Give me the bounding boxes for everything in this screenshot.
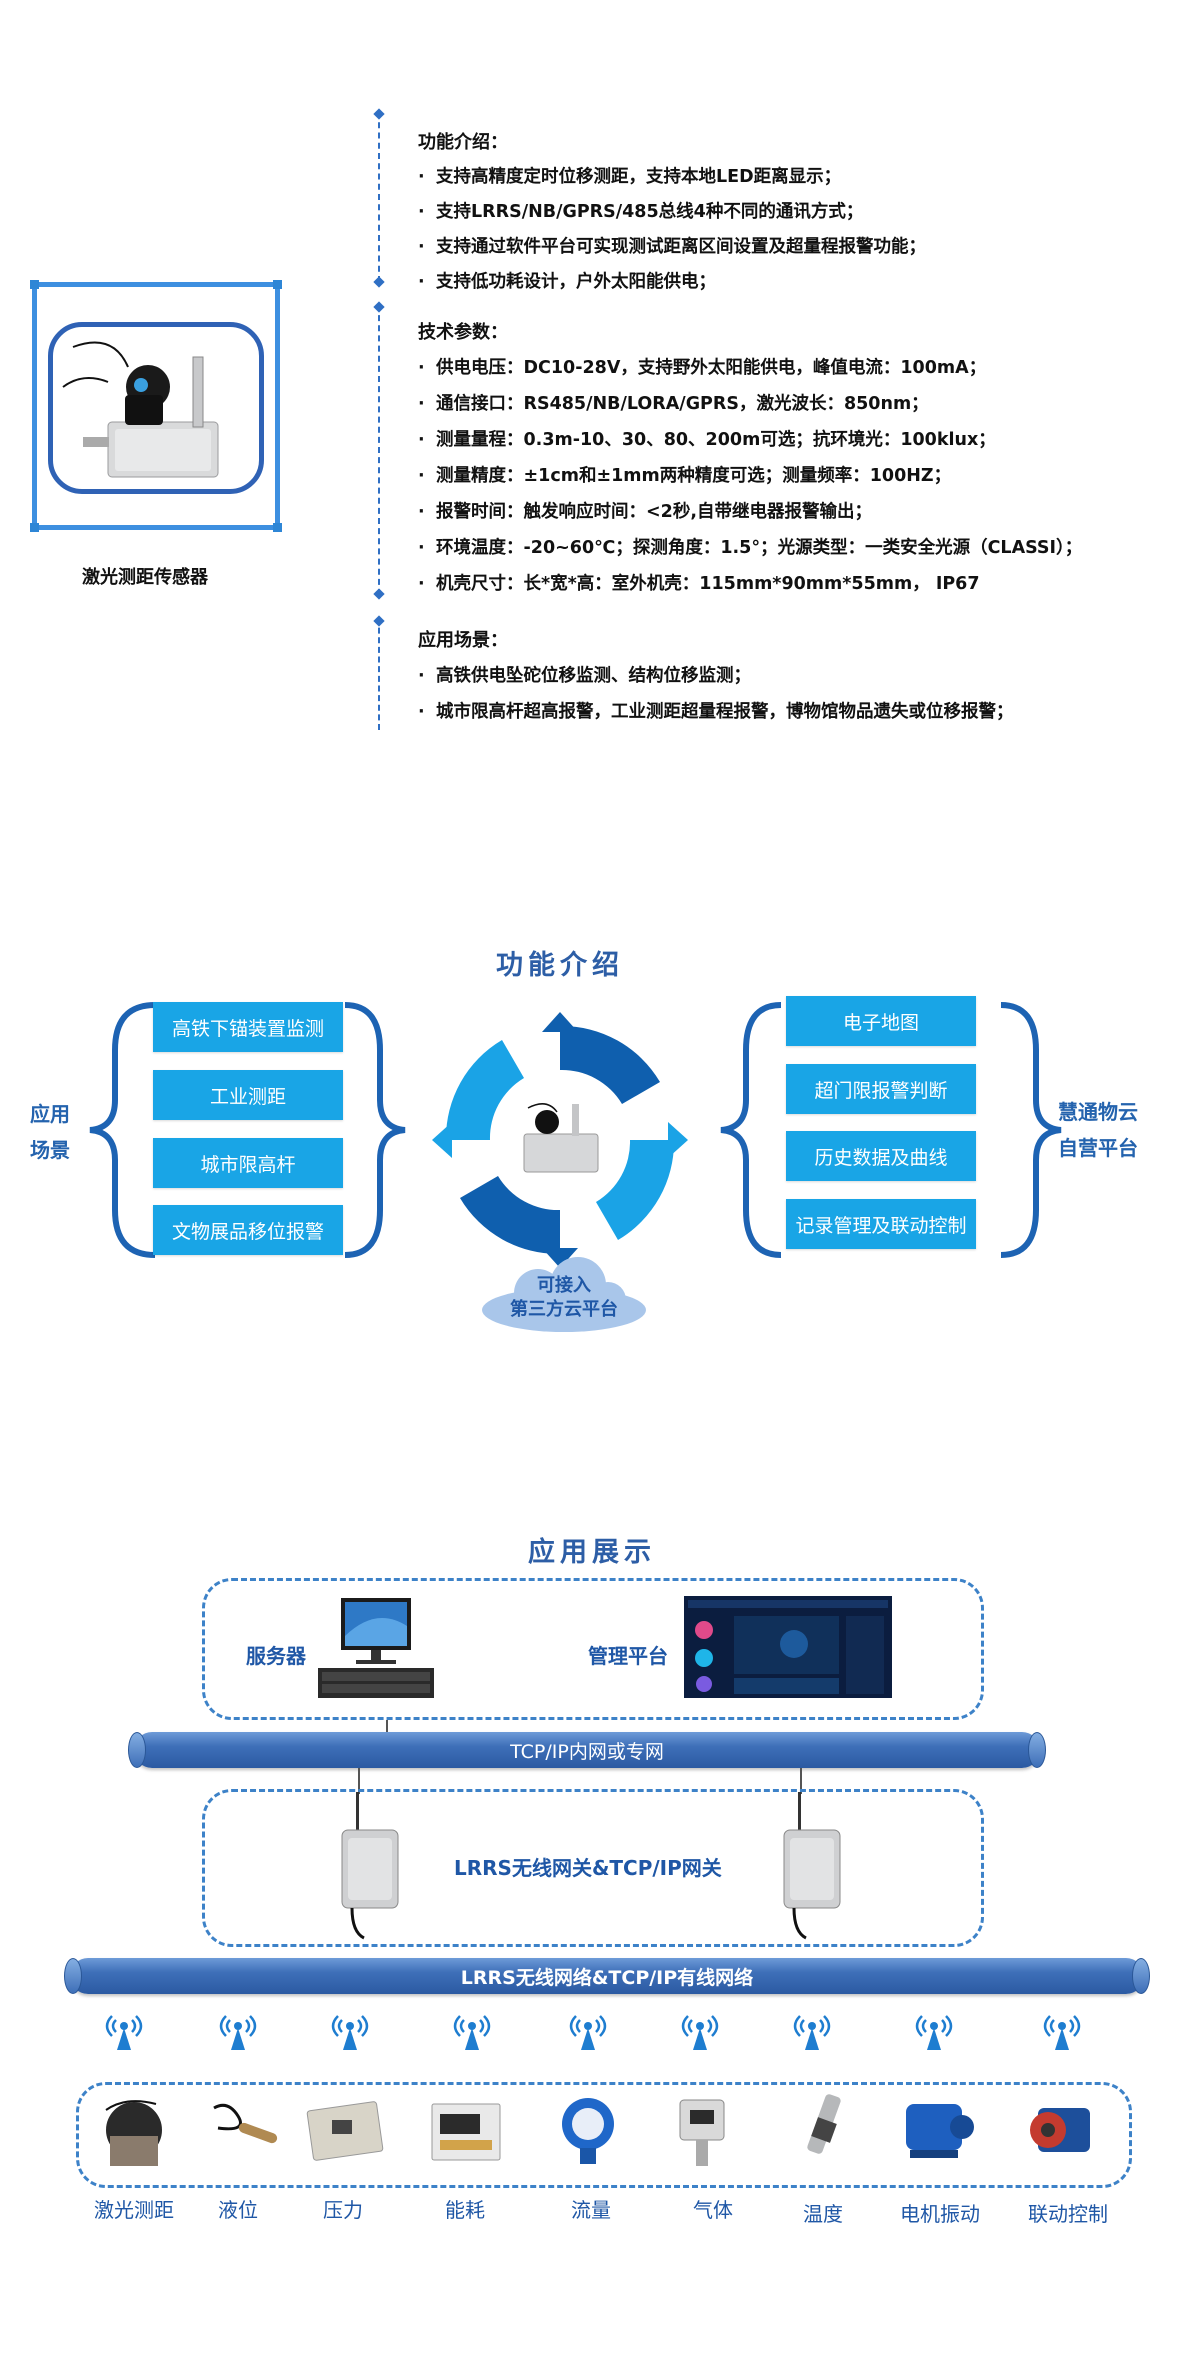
network-pipe-2: LRRS无线网络&TCP/IP有线网络 bbox=[64, 1958, 1150, 1994]
timeline-dot bbox=[373, 108, 385, 120]
energy-meter-icon bbox=[431, 2103, 501, 2161]
sensor-label: 激光测距 bbox=[94, 2198, 174, 2222]
signal-icon bbox=[219, 2015, 257, 2050]
spec-item: 机壳尺寸：长*宽*高：室外机壳：115mm*90mm*55mm， IP67 bbox=[418, 570, 980, 595]
right-item: 超门限报警判断 bbox=[786, 1064, 976, 1114]
product-name: 激光测距传感器 bbox=[82, 567, 208, 588]
right-label-1: 慧通物云 bbox=[1058, 1100, 1138, 1124]
gateway-label: LRRS无线网关&TCP/IP网关 bbox=[454, 1856, 722, 1880]
sensor-label: 温度 bbox=[803, 2202, 843, 2226]
spec-item: 通信接口：RS485/NB/LORA/GPRS，激光波长：850nm； bbox=[418, 390, 929, 415]
left-label-1: 应用 bbox=[30, 1102, 70, 1126]
spec-item: 测量量程：0.3m-10、30、80、200m可选；抗环境光：100klux； bbox=[418, 426, 996, 451]
timeline-dot bbox=[373, 615, 385, 627]
display-title: 应用展示 bbox=[528, 1537, 656, 1568]
timeline-line bbox=[378, 618, 380, 730]
spec-item: 支持LRRS/NB/GPRS/485总线4种不同的通讯方式； bbox=[418, 198, 863, 223]
spec-item: 支持高精度定时位移测距，支持本地LED距离显示； bbox=[418, 163, 841, 188]
cloud-line-1: 可接入 bbox=[537, 1275, 591, 1296]
right-item: 记录管理及联动控制 bbox=[786, 1199, 976, 1249]
product-photo bbox=[48, 322, 264, 494]
gateway-icon bbox=[783, 1792, 841, 1940]
features-title: 功能介绍 bbox=[496, 950, 624, 981]
timeline-dot bbox=[373, 588, 385, 600]
fan-icon bbox=[1030, 2108, 1090, 2152]
level-sensor-icon bbox=[213, 2103, 278, 2144]
pipe1-label: TCP/IP内网或专网 bbox=[510, 1740, 664, 1763]
right-item: 电子地图 bbox=[786, 996, 976, 1046]
cloud-icon bbox=[482, 1257, 646, 1332]
timeline-dot bbox=[373, 276, 385, 288]
left-item: 城市限高杆 bbox=[153, 1138, 343, 1188]
left-label-2: 场景 bbox=[30, 1138, 70, 1162]
signal-icon bbox=[1043, 2015, 1081, 2050]
right-item: 历史数据及曲线 bbox=[786, 1131, 976, 1181]
left-item: 工业测距 bbox=[153, 1070, 343, 1120]
product-frame bbox=[30, 280, 282, 532]
server-icon bbox=[318, 1598, 434, 1698]
flow-meter-icon bbox=[562, 2098, 614, 2164]
spec-item: 支持低功耗设计，户外太阳能供电； bbox=[418, 268, 716, 293]
gateway-box bbox=[202, 1789, 984, 1947]
sensor-label: 流量 bbox=[571, 2198, 611, 2222]
server-box bbox=[202, 1578, 984, 1720]
sensor-label: 电机振动 bbox=[900, 2202, 980, 2226]
temperature-sensor-icon bbox=[807, 2094, 841, 2154]
right-label-2: 自营平台 bbox=[1058, 1136, 1138, 1160]
brace-left bbox=[89, 1002, 406, 1258]
left-item: 高铁下锚装置监测 bbox=[153, 1002, 343, 1052]
signal-row bbox=[0, 2012, 1181, 2052]
sensor-label: 压力 bbox=[323, 2198, 363, 2222]
sensor-label: 能耗 bbox=[445, 2198, 485, 2222]
timeline-line bbox=[378, 112, 380, 282]
center-ring bbox=[432, 1012, 688, 1268]
laser-sensor-icon bbox=[105, 2100, 162, 2166]
spec-item: 报警时间：触发响应时间：<2秒,自带继电器报警输出； bbox=[418, 498, 872, 523]
signal-icon bbox=[453, 2015, 491, 2050]
spec-item: 测量精度：±1cm和±1mm两种精度可选；测量频率：100HZ； bbox=[418, 462, 951, 487]
dashboard-icon bbox=[684, 1596, 892, 1698]
signal-icon bbox=[105, 2015, 143, 2050]
signal-icon bbox=[331, 2015, 369, 2050]
spec-item: 高铁供电坠砣位移监测、结构位移监测； bbox=[418, 662, 751, 687]
sensor-box bbox=[76, 2082, 1132, 2188]
gateway-icon bbox=[341, 1792, 399, 1940]
left-item: 文物展品移位报警 bbox=[153, 1205, 343, 1255]
timeline-line bbox=[378, 305, 380, 595]
pressure-sensor-icon bbox=[306, 2101, 384, 2161]
spec-item: 环境温度：-20~60℃；探测角度：1.5°；光源类型：一类安全光源（CLASS… bbox=[418, 534, 1082, 559]
sensor-label: 联动控制 bbox=[1028, 2202, 1108, 2226]
motor-icon bbox=[906, 2104, 974, 2158]
server-label: 服务器 bbox=[246, 1644, 306, 1668]
signal-icon bbox=[569, 2015, 607, 2050]
spec-item: 城市限高杆超高报警，工业测距超量程报警，博物馆物品遗失或位移报警； bbox=[418, 698, 1014, 723]
gas-sensor-icon bbox=[679, 2099, 725, 2166]
pipe2-label: LRRS无线网络&TCP/IP有线网络 bbox=[460, 1966, 754, 1989]
spec-title-scenarios: 应用场景： bbox=[418, 630, 508, 651]
spec-item: 支持通过软件平台可实现测试距离区间设置及超量程报警功能； bbox=[418, 233, 926, 258]
spec-title-functions: 功能介绍： bbox=[418, 132, 508, 153]
spec-title-params: 技术参数： bbox=[418, 322, 508, 343]
network-pipe-1: TCP/IP内网或专网 bbox=[128, 1732, 1046, 1768]
signal-icon bbox=[915, 2015, 953, 2050]
sensor-label: 液位 bbox=[218, 2198, 258, 2222]
platform-label: 管理平台 bbox=[588, 1644, 668, 1668]
brace-right bbox=[720, 1002, 1062, 1258]
signal-icon bbox=[793, 2015, 831, 2050]
sensor-label: 气体 bbox=[693, 2198, 733, 2222]
signal-icon bbox=[681, 2015, 719, 2050]
cloud-line-2: 第三方云平台 bbox=[510, 1299, 618, 1320]
spec-item: 供电电压：DC10-28V，支持野外太阳能供电，峰值电流：100mA； bbox=[418, 354, 986, 379]
timeline-dot bbox=[373, 301, 385, 313]
